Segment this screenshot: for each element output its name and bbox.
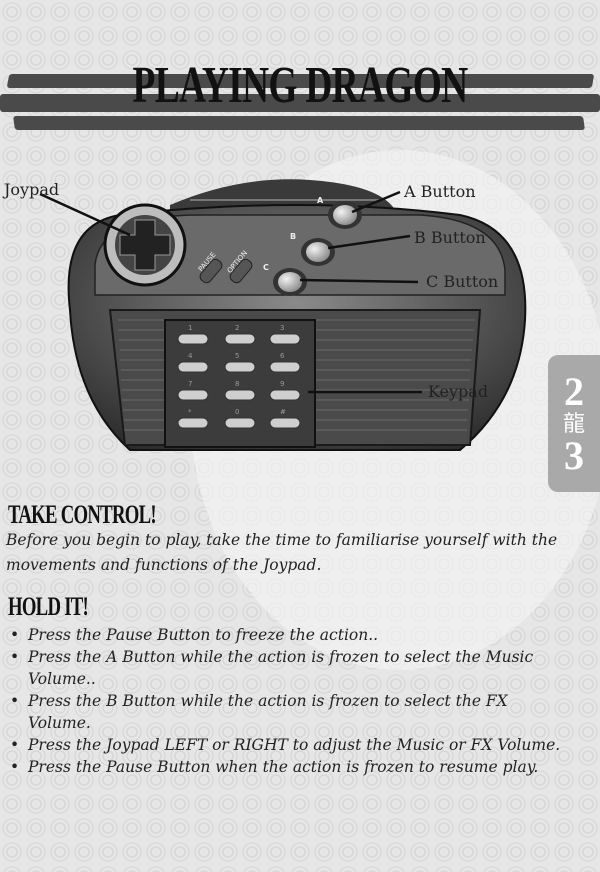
list-item: •Press the Joypad LEFT or RIGHT to adjus… xyxy=(10,736,561,754)
list-item-text: Press the Pause Button when the action i… xyxy=(28,758,539,776)
chapter-tab: 2 龍 3 xyxy=(548,355,600,492)
key-label: 5 xyxy=(235,352,240,360)
list-item: •Press the A Button while the action is … xyxy=(10,648,534,688)
b-label: B xyxy=(290,232,297,241)
a-label: A xyxy=(317,196,324,205)
key-label: 1 xyxy=(188,324,193,332)
callout-joypad: Joypad xyxy=(4,180,60,199)
callout-keypad: Keypad xyxy=(428,382,489,401)
key-label: 8 xyxy=(235,380,240,388)
take-control-text: Before you begin to play, take the time … xyxy=(6,531,558,574)
c-label: C xyxy=(263,263,269,272)
chapter-number-bottom: 3 xyxy=(564,432,584,478)
key-label: 4 xyxy=(188,352,193,360)
key-label: 6 xyxy=(280,352,285,360)
callout-a-button: A Button xyxy=(404,182,476,201)
key-label: 3 xyxy=(280,324,285,332)
title-band xyxy=(0,70,600,135)
joypad-illustration xyxy=(39,179,527,451)
list-item: •Press the B Button while the action is … xyxy=(10,692,508,732)
callout-b-button: B Button xyxy=(414,228,486,247)
callout-c-button: C Button xyxy=(426,272,499,291)
list-item: •Press the Pause Button to freeze the ac… xyxy=(10,626,379,644)
take-control-heading: TAKE CONTROL! xyxy=(8,500,157,529)
page-title: PLAYING DRAGON xyxy=(132,57,469,114)
dragon-kanji: 龍 xyxy=(562,410,585,436)
key-label: 7 xyxy=(188,380,193,388)
list-item-text: Press the Pause Button to freeze the act… xyxy=(28,626,379,644)
list-item-text: Press the Joypad LEFT or RIGHT to adjust… xyxy=(28,736,561,754)
hold-it-list: •Press the Pause Button to freeze the ac… xyxy=(6,624,566,778)
key-label: 9 xyxy=(280,380,285,388)
chapter-number-top: 2 xyxy=(564,368,584,414)
key-label: * xyxy=(188,408,192,416)
hold-it-heading: HOLD IT! xyxy=(8,592,89,621)
key-label: 0 xyxy=(235,408,240,416)
key-label: 2 xyxy=(235,324,240,332)
list-item-text: Press the A Button while the action is f… xyxy=(28,648,534,688)
list-item-text: Press the B Button while the action is f… xyxy=(28,692,508,732)
key-label: # xyxy=(280,408,286,416)
list-item: •Press the Pause Button when the action … xyxy=(10,758,539,776)
